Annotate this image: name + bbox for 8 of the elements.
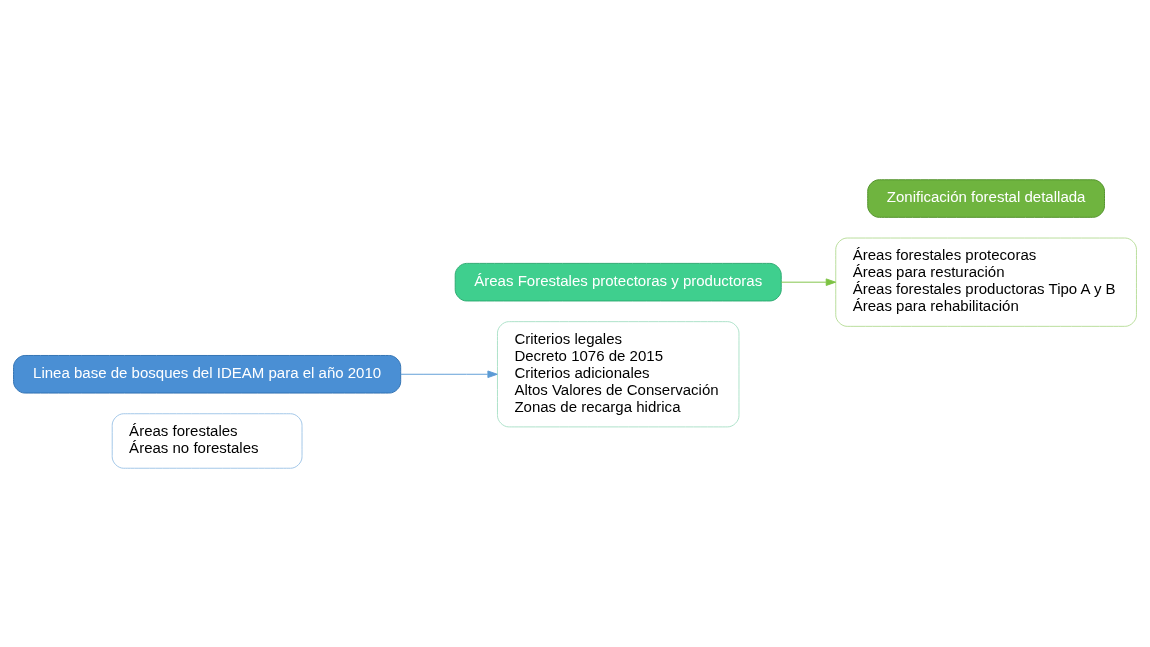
node-box: Áreas Forestales protectoras y productoras xyxy=(454,262,782,301)
node-box: Zonificación forestal detallada xyxy=(867,178,1105,218)
node-box: Criterios legales Decreto 1076 de 2015 Criterios adicionales Altos Valores de Conservación Zonas de recarga hidrica xyxy=(497,320,740,427)
node-box: Linea base de bosques del IDEAM para el año 2010 xyxy=(13,354,402,394)
arrow xyxy=(400,370,498,378)
node-box: Áreas forestales protecoras Áreas para resturación Áreas forestales productoras Tipo A y B Áreas para rehabilitación xyxy=(835,237,1137,327)
arrow xyxy=(780,277,837,286)
node-box: Áreas forestales Áreas no forestales xyxy=(111,412,303,469)
